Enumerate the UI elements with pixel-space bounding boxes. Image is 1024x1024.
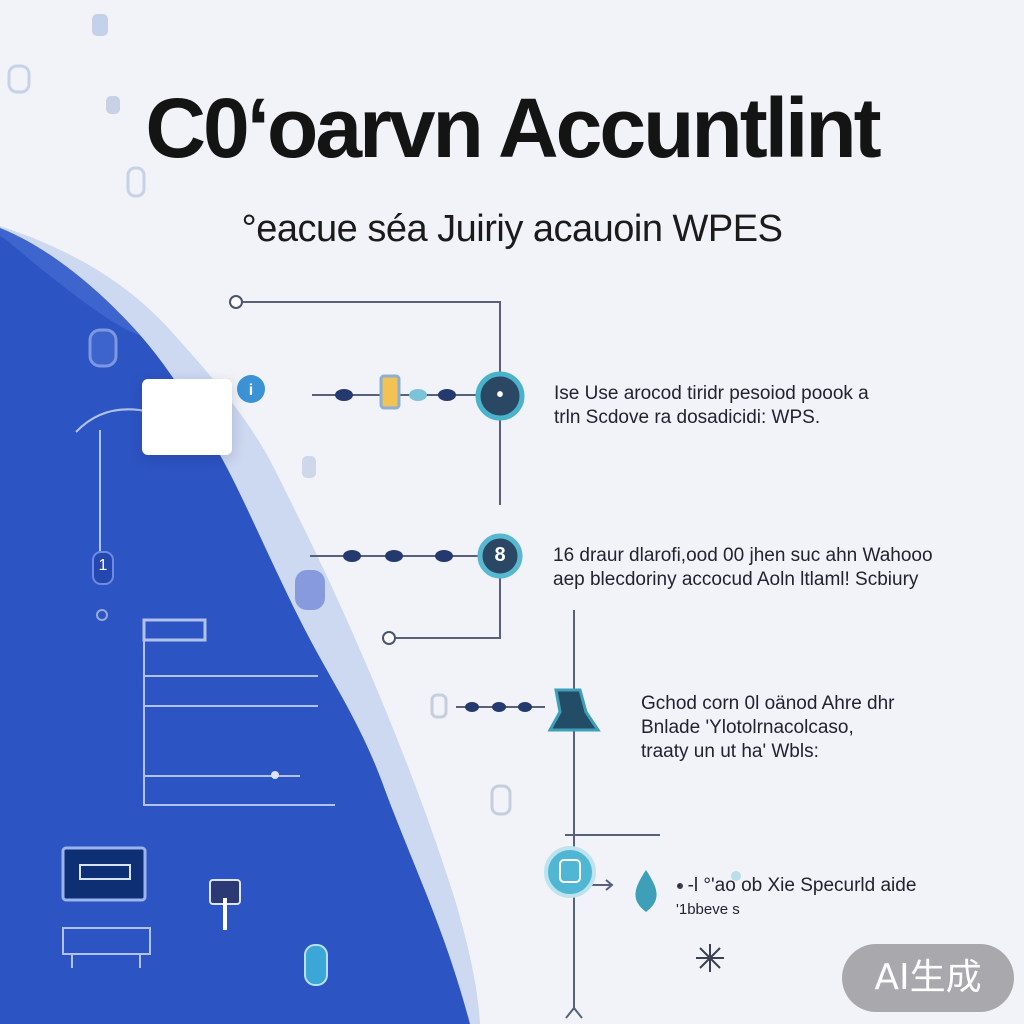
step-badge-2: 8 — [494, 544, 506, 566]
info-icon-glyph: i — [249, 382, 253, 399]
step-description-2: 16 draur dlarofi,ood 00 jhen suc ahn Wah… — [553, 544, 933, 592]
step-2-line-1: 16 draur dlarofi,ood 00 jhen suc ahn Wah… — [553, 545, 933, 566]
connector-endpoint — [382, 631, 396, 645]
float-icon — [126, 166, 146, 198]
chain-dots — [335, 389, 532, 712]
float-icon — [490, 784, 512, 816]
small-dot — [731, 871, 741, 881]
step-3-line-3: traaty un ut ha' Wbls: — [641, 741, 819, 762]
step-description-1: Ise Use arocod tiridr pesoiod poook a tr… — [554, 382, 869, 430]
step-node-1 — [475, 371, 525, 421]
step-node-3 — [547, 688, 601, 732]
pill-icon — [92, 551, 114, 585]
step-description-4: · -l °'ao ob Xie Specurld aide '1bbeve s — [676, 874, 916, 922]
page-title: C0‘oarvn Accuntlint — [145, 81, 881, 175]
step-node-2 — [477, 533, 523, 579]
ai-generated-watermark: AI生成 — [842, 944, 1014, 1012]
drop-icon — [635, 870, 657, 912]
small-dot — [677, 883, 683, 889]
wave-dot — [271, 771, 279, 779]
float-icon — [106, 96, 120, 114]
step-card — [142, 379, 232, 455]
step-3-line-2: Bnlade 'Ylotolrnacolcaso, — [641, 717, 854, 738]
screen-icon — [61, 846, 147, 902]
wave-dot — [96, 609, 108, 621]
wave-highlight — [0, 228, 140, 335]
info-icon — [237, 375, 265, 403]
screen-icon-inner — [79, 864, 131, 880]
left-marker: 1 — [98, 557, 108, 574]
wave-line-art — [62, 408, 335, 968]
hub-icon — [696, 944, 724, 972]
step-2-line-2: aep blecdoriny accocud Aoln ltlaml! Scbi… — [553, 569, 919, 590]
connector-endpoint — [565, 1006, 583, 1019]
step-4-line-2: '1bbeve s — [676, 901, 740, 918]
connector-endpoint — [229, 295, 243, 309]
step-4-line-1: · -l °'ao ob Xie Specurld aide — [676, 875, 917, 896]
float-icon — [92, 14, 108, 36]
pill-icon — [88, 328, 118, 368]
step-node-4-inner — [559, 859, 581, 883]
float-icon — [7, 64, 31, 94]
pill-icon — [304, 944, 328, 986]
wave-shape — [0, 228, 470, 1024]
chain-tag-icon — [379, 374, 401, 410]
step-1-line-1: Ise Use arocod tiridr pesoiod poook a — [554, 383, 869, 404]
float-icon — [430, 693, 448, 719]
step-node-4 — [544, 846, 596, 898]
step-description-3: Gchod corn 0l oänod Ahre dhr Bnlade 'Ylo… — [641, 692, 895, 764]
step-3-line-1: Gchod corn 0l oänod Ahre dhr — [641, 693, 895, 714]
step-1-line-2: trln Scdove ra dosadicidi: WPS. — [554, 407, 821, 428]
step-badge-1: • — [496, 384, 504, 406]
pill-icon — [295, 570, 325, 610]
float-icon — [302, 456, 316, 478]
page-subtitle: °eacue séa Juiriy acauoin WPES — [241, 208, 783, 250]
